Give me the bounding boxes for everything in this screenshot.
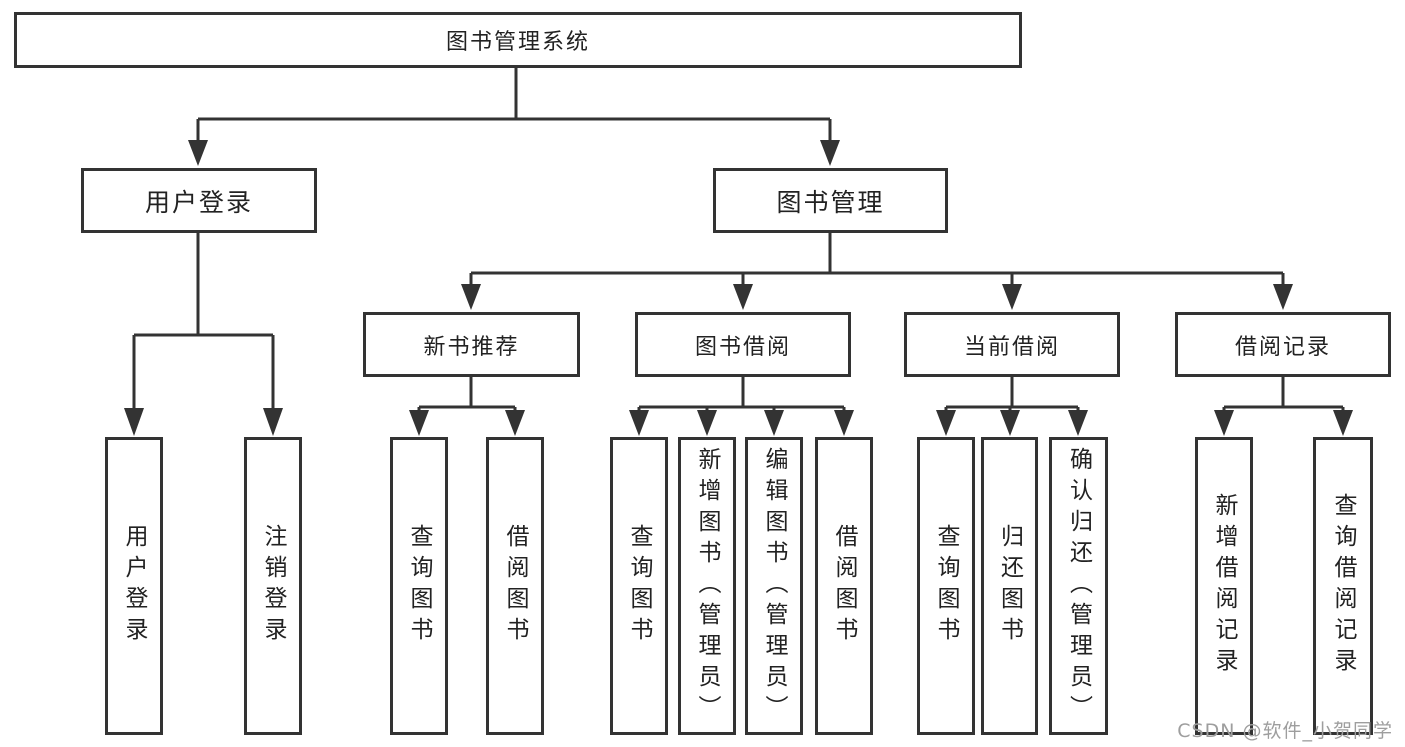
- leaf-edit-books-admin: 编辑图书（管理员）: [745, 437, 803, 735]
- node-user-login: 用户登录: [81, 168, 317, 233]
- leaf-query-books-recommend: 查询图书: [390, 437, 448, 735]
- leaf-user-login: 用户登录: [105, 437, 163, 735]
- leaf-logout: 注销登录: [244, 437, 302, 735]
- leaf-add-books-admin: 新增图书（管理员）: [678, 437, 736, 735]
- leaf-return-books: 归还图书: [981, 437, 1038, 735]
- leaf-query-books-borrowing: 查询图书: [610, 437, 668, 735]
- node-borrowing-records: 借阅记录: [1175, 312, 1391, 377]
- node-book-borrowing: 图书借阅: [635, 312, 851, 377]
- node-root: 图书管理系统: [14, 12, 1022, 68]
- node-book-management: 图书管理: [713, 168, 948, 233]
- node-current-borrowing: 当前借阅: [904, 312, 1120, 377]
- leaf-confirm-return-admin: 确认归还（管理员）: [1049, 437, 1108, 735]
- leaf-query-books-current: 查询图书: [917, 437, 975, 735]
- leaf-add-borrow-record: 新增借阅记录: [1195, 437, 1253, 735]
- csdn-watermark: CSDN @软件_小贺同学: [1177, 720, 1393, 742]
- leaf-borrow-books-recommend: 借阅图书: [486, 437, 544, 735]
- arrowheads: [124, 140, 1353, 436]
- leaf-borrow-books-borrowing: 借阅图书: [815, 437, 873, 735]
- node-new-book-recommendation: 新书推荐: [363, 312, 580, 377]
- leaf-query-borrow-record: 查询借阅记录: [1313, 437, 1373, 735]
